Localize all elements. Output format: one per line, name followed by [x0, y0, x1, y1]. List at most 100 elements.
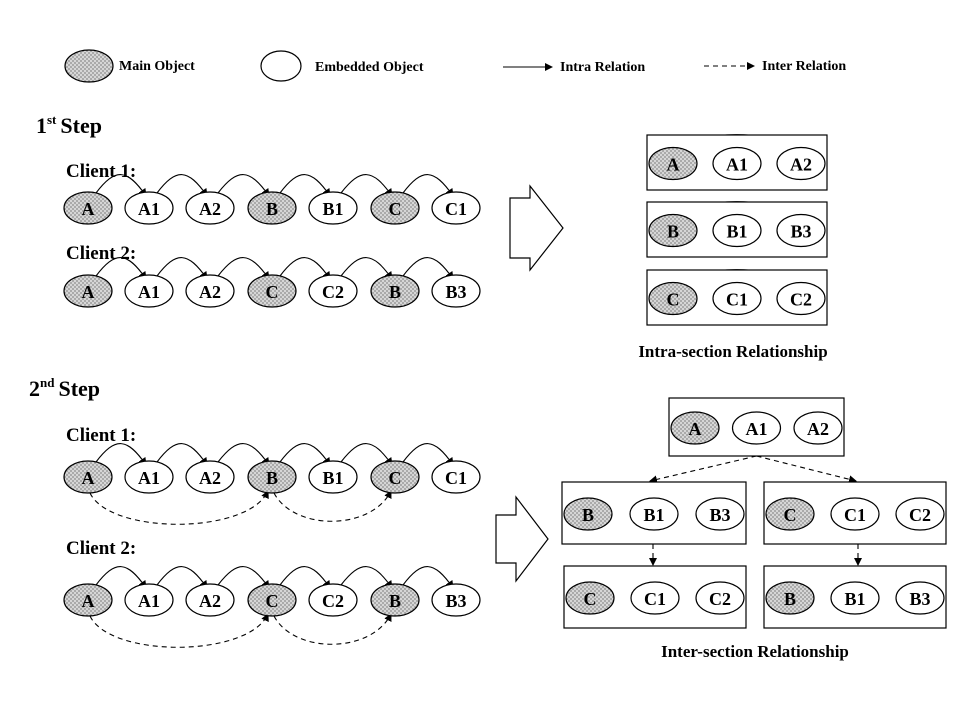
- step2-client2-intra-arrow-1: [156, 566, 208, 589]
- embedded-object-ellipse: [185, 460, 235, 494]
- tree-inter-arrow-root-left: [649, 455, 757, 484]
- embedded-object-ellipse: [124, 583, 174, 617]
- intra-group-1-node-1: B1: [712, 213, 762, 248]
- tree-level1-1-node-2: C2: [895, 497, 945, 531]
- tree-level2-0-node-1: C1: [630, 581, 680, 615]
- tree-level1-0-node-1: B1: [629, 497, 679, 531]
- intra-group-1-node-2: B3: [776, 213, 826, 248]
- node-label: C1: [644, 589, 666, 609]
- step2-client2-node-0: A: [63, 583, 113, 617]
- embedded-object-ellipse: [830, 497, 880, 531]
- step2-client1-label: Client 1:: [66, 425, 136, 446]
- node-label: B1: [726, 222, 747, 242]
- step2-client1-node-4: B1: [308, 460, 358, 494]
- node-label: C2: [322, 591, 344, 611]
- step2-client2-intra-arrow-5: [402, 566, 454, 589]
- node-label: B: [266, 468, 278, 488]
- main-object-ellipse: [370, 191, 420, 225]
- intra-group-2-node-1: C1: [712, 281, 762, 316]
- main-object-ellipse: [63, 583, 113, 617]
- intra-group-1-node-0: B: [648, 213, 698, 248]
- embedded-object-ellipse: [712, 281, 762, 316]
- intra-group-2-node-2: C2: [776, 281, 826, 316]
- embedded-object-ellipse: [431, 191, 481, 225]
- step2-client2-node-5: B: [370, 583, 420, 617]
- embedded-object-ellipse: [431, 583, 481, 617]
- legend-intra-relation-label: Intra Relation: [560, 60, 645, 75]
- embedded-object-ellipse: [124, 191, 174, 225]
- step1-client1-node-1: A1: [124, 191, 174, 225]
- step2-client2-node-4: C2: [308, 583, 358, 617]
- step2-client2-inter-arrow-0: [89, 613, 269, 648]
- step2-client1-intra-arrow-2: [217, 443, 270, 466]
- node-label: B3: [909, 589, 930, 609]
- main-object-ellipse: [247, 583, 297, 617]
- main-object-ellipse: [370, 460, 420, 494]
- embedded-object-ellipse: [776, 281, 826, 316]
- node-label: C: [266, 282, 279, 302]
- step1-client2-intra-arrow-5: [402, 257, 454, 280]
- step1-client2-label: Client 2:: [66, 243, 136, 264]
- embedded-object-ellipse: [895, 497, 945, 531]
- main-object-ellipse: [370, 583, 420, 617]
- step1-client2-node-0: A: [63, 274, 113, 308]
- main-object-ellipse: [247, 191, 297, 225]
- step2-client2-intra-arrow-0: [95, 566, 147, 589]
- tree-level2-1-node-2: B3: [895, 581, 945, 615]
- step1-client1-node-0: A: [63, 191, 113, 225]
- node-label: C2: [790, 290, 812, 310]
- embedded-object-ellipse: [895, 581, 945, 615]
- node-label: B1: [844, 589, 865, 609]
- embedded-object-ellipse: [431, 274, 481, 308]
- inter-section-caption: Inter-section Relationship: [661, 642, 849, 661]
- node-label: C1: [844, 505, 866, 525]
- node-label: A2: [199, 468, 221, 488]
- tree-level2-1-node-1: B1: [830, 581, 880, 615]
- embedded-object-ellipse: [695, 581, 745, 615]
- step1-client1-node-3: B: [247, 191, 297, 225]
- embedded-object-ellipse: [712, 213, 762, 248]
- embedded-object-ellipse: [731, 411, 782, 445]
- embedded-object-ellipse: [124, 460, 174, 494]
- embedded-object-ellipse: [830, 581, 880, 615]
- main-object-ellipse: [247, 274, 297, 308]
- main-object-ellipse: [63, 191, 113, 225]
- step2-transform-arrow: [495, 495, 549, 583]
- node-label: C1: [445, 199, 467, 219]
- main-object-ellipse: [648, 213, 698, 248]
- step2-client1-node-5: C: [370, 460, 420, 494]
- node-label: A2: [199, 199, 221, 219]
- node-label: A2: [790, 155, 812, 175]
- node-label: C: [389, 199, 402, 219]
- step1-client2-intra-arrow-1: [156, 257, 208, 280]
- node-label: B3: [445, 282, 466, 302]
- legend-main-object-label: Main Object: [119, 59, 195, 74]
- legend-embedded-object-label: Embedded Object: [315, 60, 424, 75]
- step1-client1-label: Client 1:: [66, 161, 136, 182]
- node-label: A: [82, 468, 95, 488]
- node-label: C1: [726, 290, 748, 310]
- embedded-object-ellipse: [793, 411, 843, 445]
- node-label: B: [266, 199, 278, 219]
- step1-client1-intra-arrow-0: [95, 174, 147, 197]
- intra-section-caption: Intra-section Relationship: [638, 342, 827, 361]
- embedded-object-ellipse: [695, 497, 745, 531]
- step2-client1-intra-arrow-1: [156, 443, 208, 466]
- legend-main-object-swatch: [64, 49, 114, 83]
- intra-group-0-node-1: A1: [712, 146, 762, 181]
- step2-client1-node-6: C1: [431, 460, 481, 494]
- embedded-object-ellipse: [308, 191, 358, 225]
- embedded-object-ellipse: [185, 583, 235, 617]
- tree-level1-1-node-0: C: [765, 497, 815, 531]
- main-object-ellipse: [63, 460, 113, 494]
- step1-client1-node-4: B1: [308, 191, 358, 225]
- node-label: A: [689, 419, 702, 439]
- step1-client2-node-6: B3: [431, 274, 481, 308]
- section-boxes: [561, 134, 947, 629]
- embedded-object-ellipse: [431, 460, 481, 494]
- tree-level1-0-node-0: B: [563, 497, 613, 531]
